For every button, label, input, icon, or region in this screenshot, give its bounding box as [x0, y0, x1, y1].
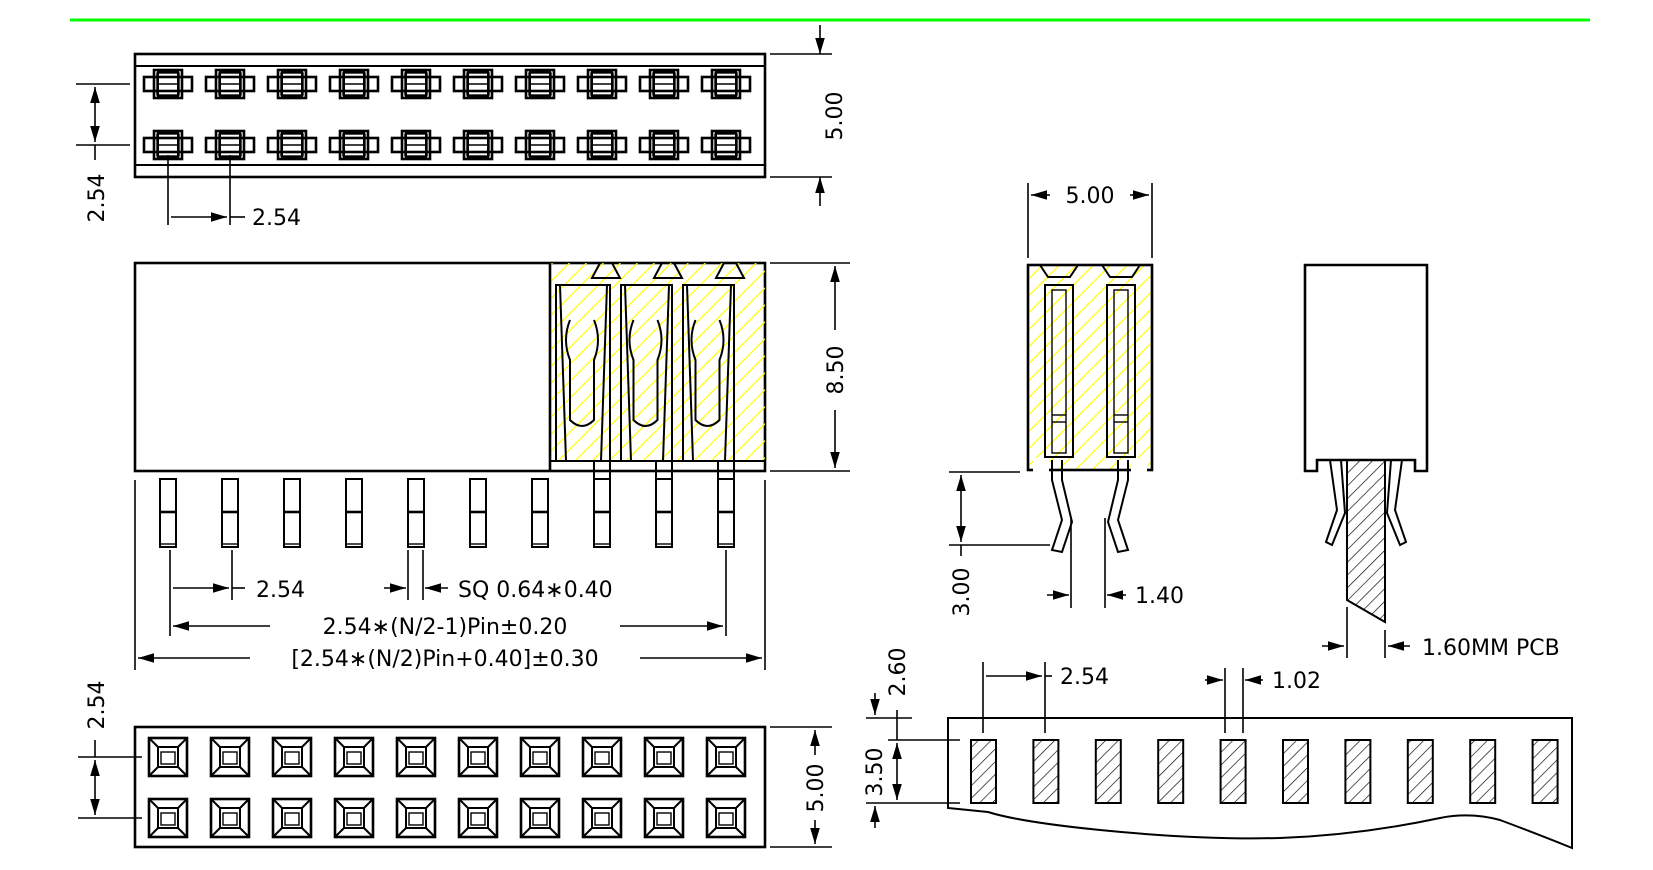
top-pin-socket [204, 68, 256, 100]
bottom-pin-socket [581, 797, 623, 839]
bottom-row-pitch-dim: 2.54 [85, 681, 110, 730]
pcb-pad [1469, 739, 1497, 804]
side-tail-gap-dim: 1.40 [1135, 584, 1184, 609]
top-pin-socket [638, 68, 690, 100]
pcb-pad [1032, 739, 1060, 804]
pcb-pad [1406, 739, 1434, 804]
pcb-pad [1219, 739, 1247, 804]
bottom-pin-socket [333, 736, 375, 778]
top-pin-socket [514, 68, 566, 100]
contact-entry [652, 262, 684, 279]
top-pin-socket [390, 68, 442, 100]
bottom-pin-socket [395, 736, 437, 778]
front-pin-span-dim: 2.54∗(N/2-1)Pin±0.20 [323, 615, 568, 640]
pcb-pad [1344, 739, 1372, 804]
top-pin-socket [576, 68, 628, 100]
top-pin-socket [390, 129, 442, 161]
contact-entry [590, 262, 622, 279]
bottom-pin-socket [333, 797, 375, 839]
bottom-pin-socket [643, 736, 685, 778]
front-pin-pitch-dim: 2.54 [256, 578, 305, 603]
pcb-layout-view: 2.54 1.02 2.60 3.50 [863, 648, 1573, 850]
top-pin-socket [700, 129, 752, 161]
front-section-cutaway [548, 262, 765, 480]
contact-entry [714, 262, 746, 279]
side-section-view: 5.00 3.00 1.40 [949, 183, 1184, 616]
bottom-pin-socket [519, 797, 561, 839]
front-pin [159, 478, 177, 548]
pcb-pad [1157, 739, 1185, 804]
front-pin [469, 478, 487, 548]
front-pin [593, 478, 611, 548]
top-pin-socket [328, 68, 380, 100]
side-width-dim: 5.00 [1066, 184, 1115, 209]
top-pin-socket [142, 68, 194, 100]
side-pcb-view: 1.60MM PCB [1303, 263, 1560, 661]
top-pin-socket [204, 129, 256, 161]
top-pin-socket [328, 129, 380, 161]
pcb-thickness-dim: 1.60MM PCB [1422, 636, 1560, 661]
top-width-dim: 5.00 [823, 92, 848, 141]
pcb-pad-length-dim: 3.50 [863, 748, 888, 797]
bottom-width-dim: 5.00 [804, 764, 829, 813]
front-pin [655, 478, 673, 548]
top-pin-pitch-dim: 2.54 [252, 206, 301, 231]
front-view-pins [159, 478, 735, 548]
bottom-pin-socket [705, 797, 747, 839]
front-pin [717, 478, 735, 548]
top-pin-socket [700, 68, 752, 100]
pcb-pad [1282, 739, 1309, 804]
top-pin-socket [142, 129, 194, 161]
section-contact [682, 284, 735, 462]
front-pin [283, 478, 301, 548]
bottom-pin-socket [147, 736, 189, 778]
front-pin [345, 478, 363, 548]
top-row-pitch-dim: 2.54 [85, 174, 110, 223]
bottom-pin-socket [519, 736, 561, 778]
pcb-pad [970, 739, 997, 804]
bottom-pin-socket [705, 736, 747, 778]
top-pin-socket [576, 129, 628, 161]
pcb-pad [1094, 739, 1122, 804]
bottom-pin-socket [457, 736, 499, 778]
pcb-pads [970, 739, 1559, 804]
bottom-pin-socket [457, 797, 499, 839]
bottom-pin-socket [147, 797, 189, 839]
front-pin [221, 478, 239, 548]
front-pin-size-dim: SQ 0.64∗0.40 [458, 578, 613, 603]
top-pin-socket [638, 129, 690, 161]
top-pin-socket [514, 129, 566, 161]
pcb-pad-pitch-dim: 2.54 [1060, 665, 1109, 690]
side-tail-length-dim: 3.00 [950, 568, 975, 617]
top-view: 5.00 2.54 2.54 [76, 25, 848, 231]
bottom-pin-socket [395, 797, 437, 839]
pcb-pad-width-dim: 1.02 [1272, 669, 1321, 694]
bottom-pin-socket [643, 797, 685, 839]
top-pin-socket [266, 129, 318, 161]
front-pin [531, 478, 549, 548]
front-pin [407, 478, 425, 548]
pcb-edge-offset-dim: 2.60 [886, 648, 911, 697]
bottom-pin-socket [271, 797, 313, 839]
front-height-dim: 8.50 [824, 346, 849, 395]
bottom-pin-socket [581, 736, 623, 778]
pcb-pad [1531, 739, 1559, 804]
top-pin-socket [452, 129, 504, 161]
top-pin-socket [452, 68, 504, 100]
bottom-view: 2.54 5.00 [78, 681, 832, 849]
bottom-view-pins [147, 736, 747, 839]
top-view-pins [142, 68, 752, 161]
bottom-pin-socket [209, 736, 251, 778]
bottom-pin-socket [209, 797, 251, 839]
front-view: 8.50 2.54 SQ 0.64∗0.40 2.54∗(N/2-1)Pin±0… [133, 261, 850, 672]
front-overall-length-dim: [2.54∗(N/2)Pin+0.40]±0.30 [291, 647, 598, 672]
top-pin-socket [266, 68, 318, 100]
bottom-pin-socket [271, 736, 313, 778]
